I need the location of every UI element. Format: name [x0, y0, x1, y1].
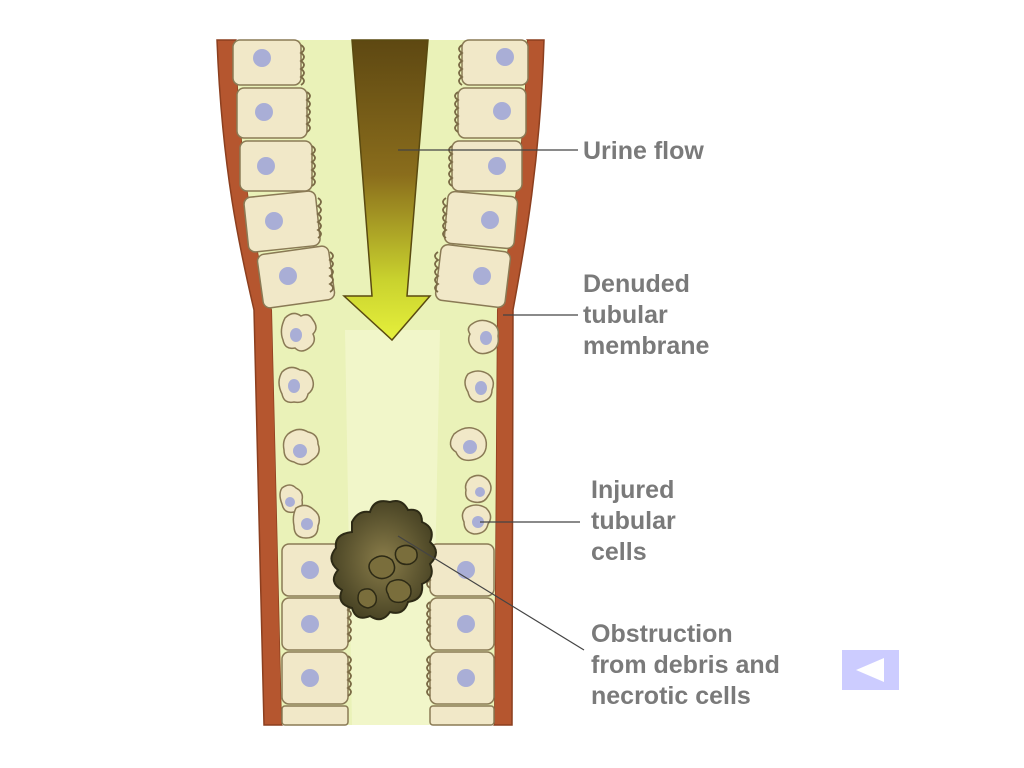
- debris-fragment: [357, 588, 378, 609]
- debris-fragment: [385, 579, 412, 604]
- cell-nucleus: [493, 102, 511, 120]
- urine-flow-arrow: [342, 39, 432, 342]
- cell-nucleus: [496, 48, 514, 66]
- cell-nucleus: [473, 267, 491, 285]
- cell-nucleus: [265, 212, 283, 230]
- epithelial-cell: [281, 705, 349, 726]
- epithelial-cell: [451, 140, 523, 192]
- cell-nucleus: [290, 328, 302, 342]
- cell-nucleus: [279, 267, 297, 285]
- debris-fragment: [394, 544, 418, 566]
- cell-nucleus: [255, 103, 273, 121]
- upper-right-nuclei: [473, 48, 514, 285]
- cell-nucleus: [475, 381, 487, 395]
- cell-nucleus: [257, 157, 275, 175]
- lower-left-nuclei: [301, 561, 319, 687]
- left-brush-border: [299, 44, 334, 293]
- leader-lines: [397, 149, 585, 651]
- injured-cells-left-nuclei: [285, 328, 313, 530]
- debris-fragment: [368, 555, 396, 580]
- obstruction-leader: [397, 535, 585, 651]
- injured-cells-right-nuclei: [463, 331, 492, 528]
- obstruction-label: Obstruction from debris and necrotic cel…: [591, 620, 780, 710]
- cell-nucleus: [457, 669, 475, 687]
- cell-nucleus: [293, 444, 307, 458]
- injured-cells-label: Injured tubular cells: [591, 476, 676, 566]
- back-arrow-icon: [856, 658, 884, 682]
- epithelial-cell: [457, 87, 527, 139]
- upper-left-nuclei: [253, 49, 297, 285]
- cell-nucleus: [301, 561, 319, 579]
- cell-nucleus: [481, 211, 499, 229]
- cell-nucleus: [475, 487, 485, 497]
- cell-nucleus: [301, 615, 319, 633]
- cell-nucleus: [301, 518, 313, 530]
- cell-nucleus: [253, 49, 271, 67]
- epithelial-cell: [461, 39, 529, 86]
- cell-nucleus: [472, 516, 484, 528]
- cell-nucleus: [488, 157, 506, 175]
- cell-nucleus: [457, 615, 475, 633]
- epithelial-cell: [239, 140, 313, 192]
- cell-nucleus: [463, 440, 477, 454]
- cell-nucleus: [480, 331, 492, 345]
- cell-nucleus: [288, 379, 300, 393]
- urine-flow-label: Urine flow: [583, 137, 704, 165]
- back-button[interactable]: [842, 650, 899, 690]
- cell-nucleus: [457, 561, 475, 579]
- cell-nucleus: [285, 497, 295, 507]
- epithelial-cell: [429, 705, 495, 726]
- cell-nucleus: [301, 669, 319, 687]
- denuded-membrane-label: Denuded tubular membrane: [583, 270, 710, 360]
- right-brush-border: [434, 44, 464, 293]
- debris-fragments: [357, 544, 418, 609]
